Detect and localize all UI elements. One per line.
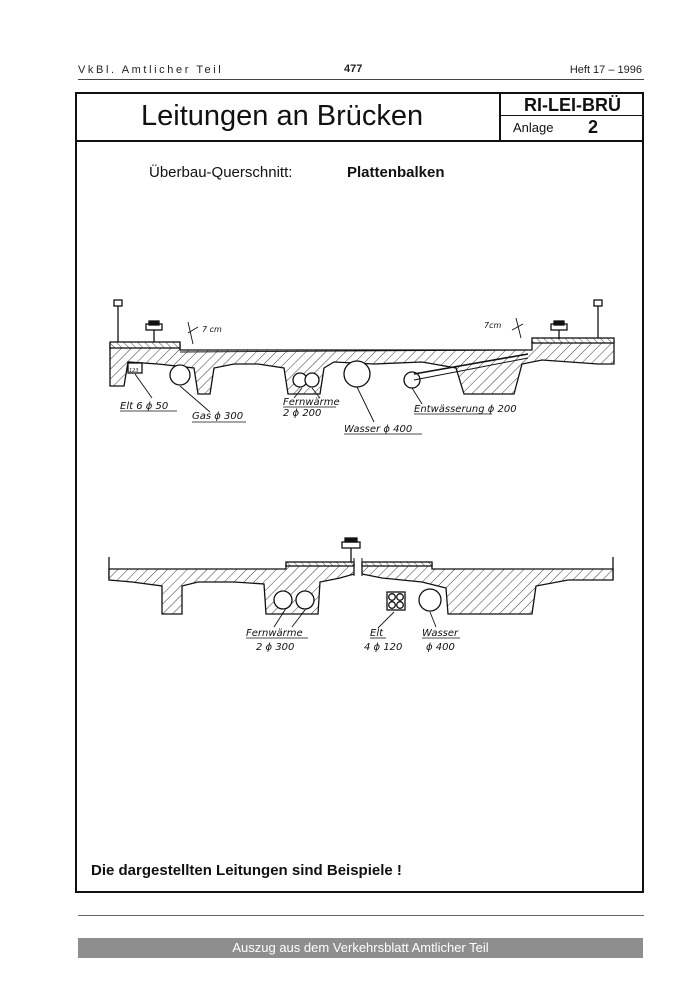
annex-frame: Leitungen an Brücken RI-LEI-BRÜ Anlage 2… (75, 92, 644, 893)
deck-slab-2-left (108, 563, 355, 615)
page-title: Leitungen an Brücken (141, 100, 424, 132)
annex-label: Anlage (513, 120, 554, 135)
drainage-line (413, 353, 529, 375)
label-elt-2-a: Elt (370, 628, 384, 639)
district-heating-pipe-2a (273, 590, 293, 610)
water-pipe-1 (343, 360, 371, 388)
code-block: RI-LEI-BRÜ Anlage 2 (499, 94, 644, 140)
label-fernwaerme-2-a: Fernwärme (246, 628, 303, 639)
label-wasser-2-b: ϕ 400 (426, 642, 455, 653)
footer-banner: Auszug aus dem Verkehrsblatt Amtlicher T… (78, 938, 643, 958)
section-label: Überbau-Querschnitt: (149, 164, 293, 181)
label-gas-1: Gas ϕ 300 (192, 411, 243, 422)
annex-number: 2 (588, 117, 599, 137)
lighting-post-right (550, 320, 568, 339)
electric-conduits-1 (127, 362, 143, 374)
label-fernwaerme-1-a: Fernwärme (283, 397, 340, 408)
label-entwaesserung: Entwässerung ϕ 200 (414, 404, 517, 415)
drainage-pipe-1 (403, 371, 421, 389)
label-wasser-2-a: Wasser (422, 628, 459, 639)
cross-section-2 (108, 537, 614, 629)
footnote: Die dargestellten Leitungen sind Beispie… (91, 862, 402, 879)
dim-label-right: 7cm (484, 321, 501, 330)
water-pipe-2 (418, 588, 442, 612)
elt-conduit-b (396, 593, 404, 601)
district-heating-pipe-2b (295, 590, 315, 610)
header-page-number: 477 (344, 63, 363, 75)
lighting-post-center (341, 537, 361, 562)
label-fernwaerme-1-b: 2 ϕ 200 (283, 408, 321, 419)
label-wasser-1: Wasser ϕ 400 (344, 424, 412, 435)
header-publication: VkBl. Amtlicher Teil (78, 64, 224, 76)
gas-pipe-1 (169, 364, 191, 386)
cross-section-drawings: 7 cm 7cm 123 Elt 6 ϕ 50 Gas ϕ 300 Fernwä… (108, 299, 615, 653)
elt-tag: 123 (129, 368, 139, 374)
district-heating-pipe-1b (304, 372, 320, 388)
dim-label-left: 7 cm (202, 325, 222, 334)
elt-conduit-d (396, 601, 404, 609)
cross-section-1 (109, 299, 615, 423)
deck-slab-2-right (361, 563, 614, 615)
label-fernwaerme-2-b: 2 ϕ 300 (256, 642, 294, 653)
elt-conduit-a (388, 593, 396, 601)
label-elt-2-b: 4 ϕ 120 (364, 642, 402, 653)
header-rule (78, 79, 644, 80)
elt-conduit-c (388, 601, 396, 609)
document-code: RI-LEI-BRÜ (501, 94, 644, 116)
header-issue: Heft 17 – 1996 (569, 64, 642, 76)
footer-rule (78, 915, 644, 916)
title-block: Leitungen an Brücken RI-LEI-BRÜ Anlage 2 (77, 94, 644, 142)
section-value: Plattenbalken (347, 164, 445, 181)
lighting-post-left (145, 320, 163, 342)
label-elt-1: Elt 6 ϕ 50 (120, 401, 168, 412)
